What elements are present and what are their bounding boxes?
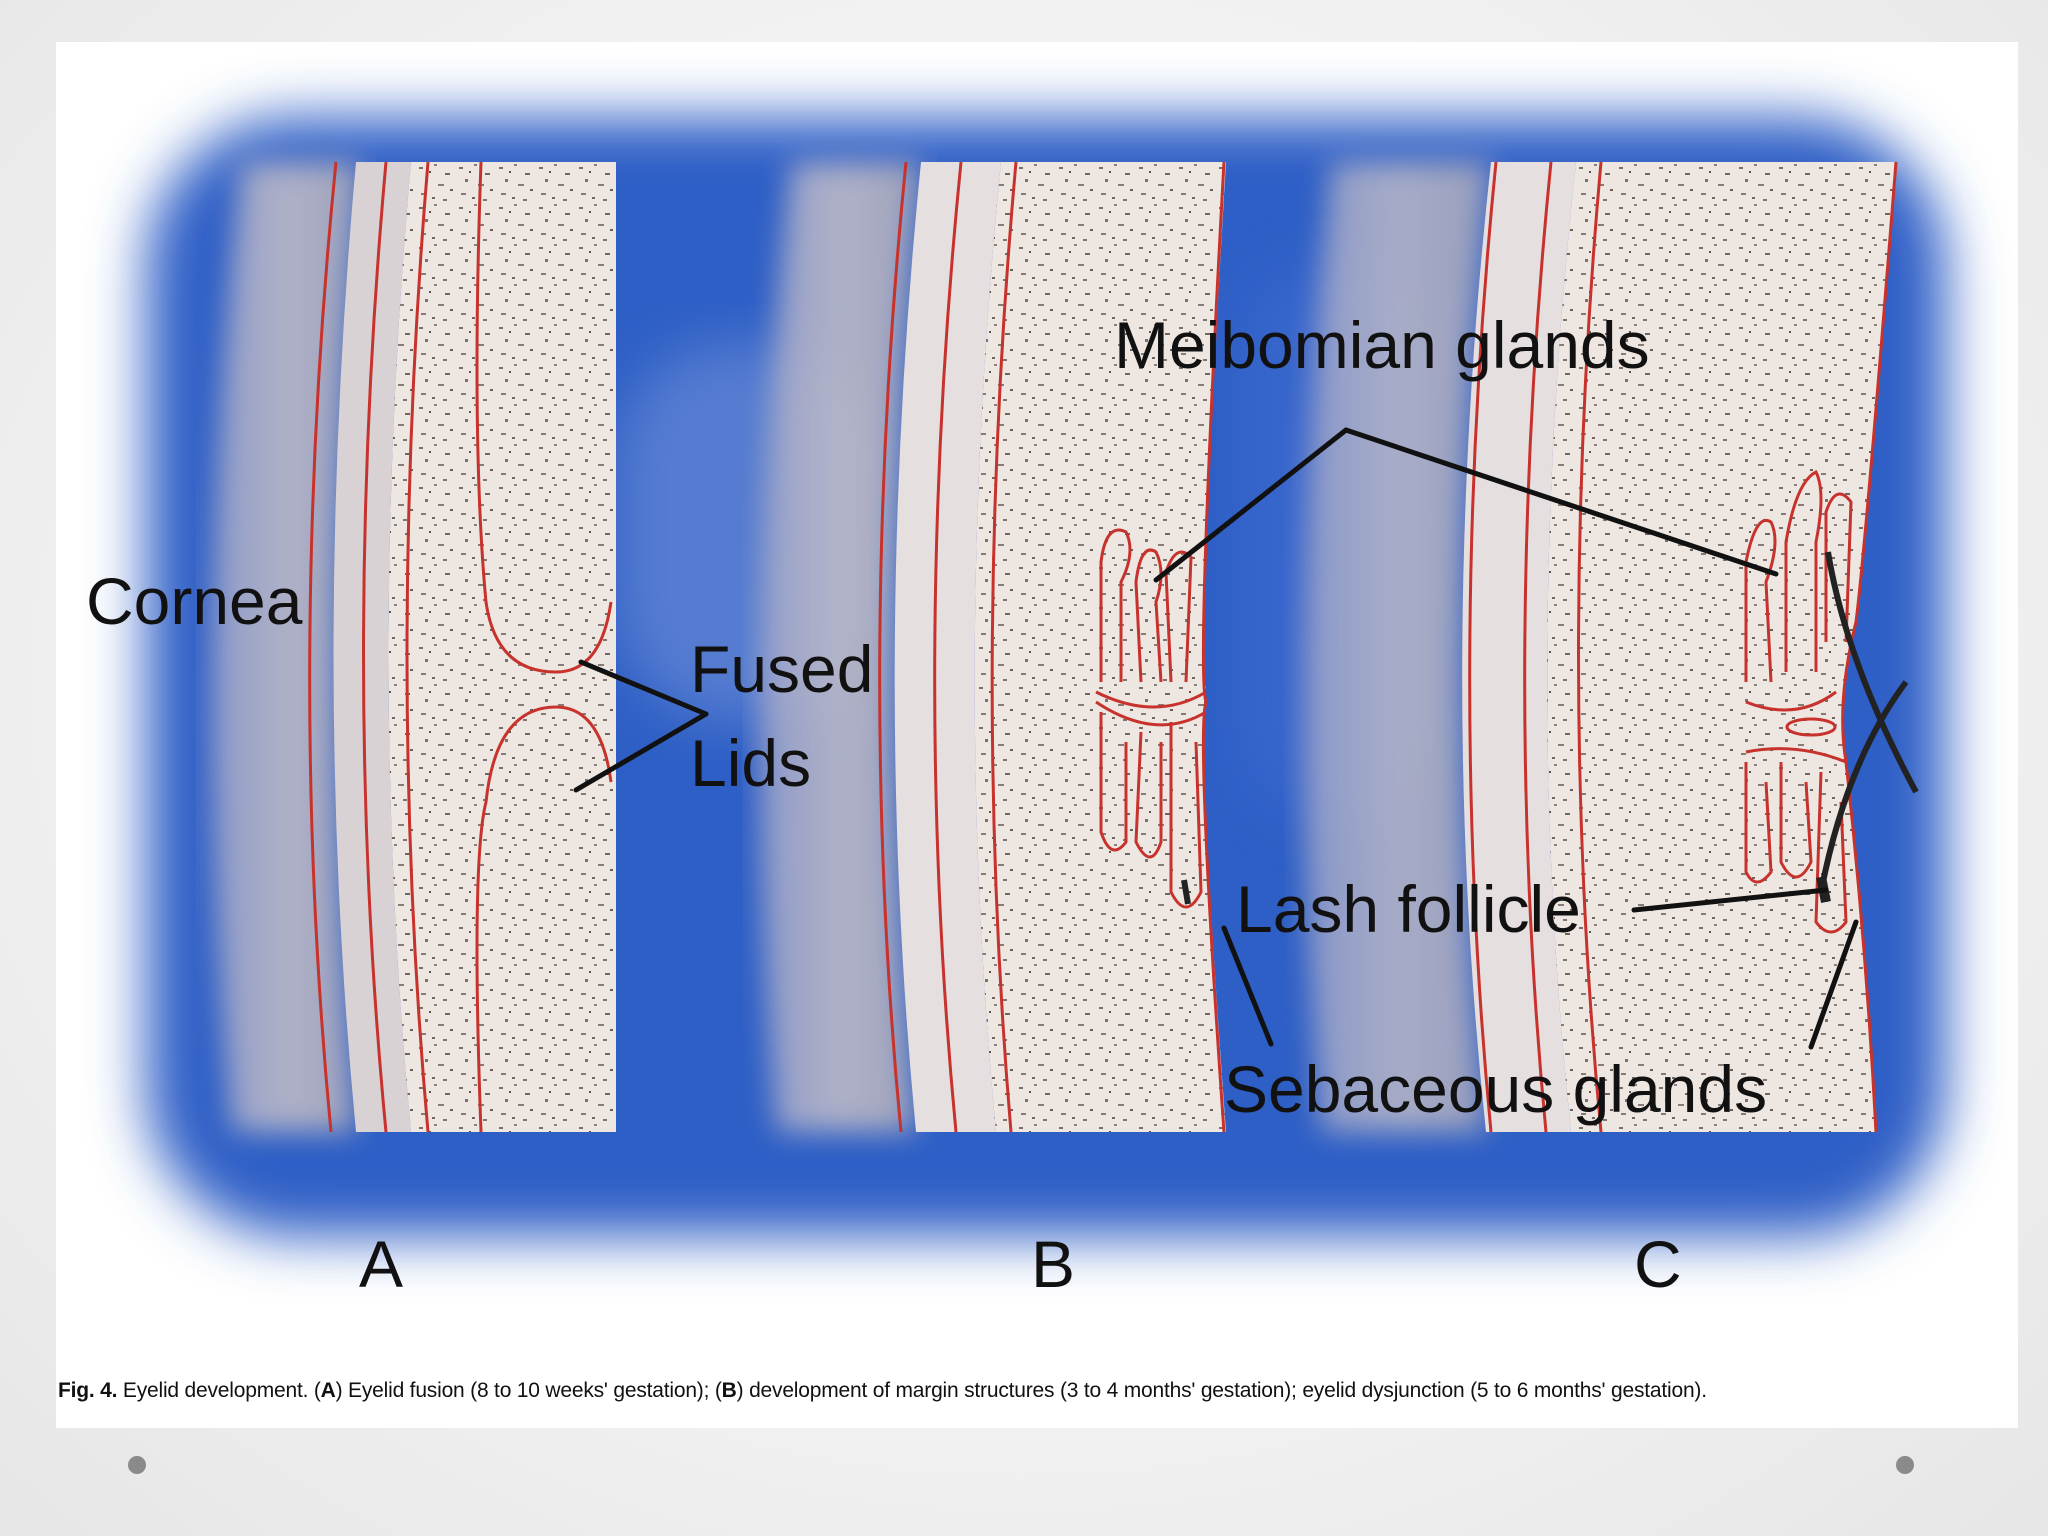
figure-caption: Fig. 4. Eyelid development. (A) Eyelid f… <box>58 1379 2008 1403</box>
caption-b-letter: B <box>721 1379 737 1402</box>
figure-frame: Cornea Fused Lids Meibomian glands Lash … <box>56 42 2018 1428</box>
panel-label-c: C <box>1634 1227 1682 1301</box>
meibomian-leader-c <box>1343 427 1779 577</box>
sebaceous-glands-label: Sebaceous glands <box>1224 1052 1767 1126</box>
caption-intro: Eyelid development. ( <box>117 1379 321 1402</box>
slide-bullet-left <box>128 1456 146 1474</box>
sebaceous-leader-c <box>1808 919 1859 1050</box>
slide-bullet-right <box>1896 1456 1914 1474</box>
panel-c-lower-eyelash <box>1818 680 1909 893</box>
sebaceous-leader-b <box>1221 925 1274 1047</box>
caption-fig-label: Fig. 4. <box>58 1379 118 1402</box>
panel-b-lash-bud <box>1181 879 1191 905</box>
fused-lids-label-line2: Lids <box>690 726 811 800</box>
panel-c-band <box>1462 162 1576 1132</box>
leader-lines <box>573 427 1859 1050</box>
panel-c-upper-eyelash <box>1825 551 1919 794</box>
fused-lids-leader-lower <box>573 711 709 793</box>
panel-c-upper-glands <box>1744 469 1853 712</box>
fused-lids-leader-upper <box>578 659 709 717</box>
meibomian-glands-label: Meibomian glands <box>1114 308 1650 382</box>
panel-c-margin-pore <box>1785 717 1837 737</box>
panel-a-band <box>333 162 411 1132</box>
panel-b-band <box>894 162 1001 1132</box>
panel-b-cornea <box>759 162 921 1132</box>
caption-a-text: ) Eyelid fusion (8 to 10 weeks' gestatio… <box>335 1379 722 1402</box>
lash-follicle-leader <box>1631 887 1829 913</box>
panel-a-lower-lid-margin <box>475 705 613 1133</box>
panel-b-lower-glands <box>1095 700 1207 909</box>
panel-a-drawing <box>210 161 616 1133</box>
panel-label-b: B <box>1031 1227 1075 1301</box>
lash-follicle-label: Lash follicle <box>1236 872 1581 946</box>
fused-lids-label-line1: Fused <box>690 632 873 706</box>
eyelid-development-diagram: Cornea Fused Lids Meibomian glands Lash … <box>86 117 1946 1301</box>
meibomian-leader-b <box>1153 427 1349 583</box>
caption-b-text: ) development of margin structures (3 to… <box>736 1379 1707 1402</box>
panel-c-lower-glands <box>1744 747 1848 934</box>
panel-b-drawing <box>759 161 1226 1133</box>
panel-a-cornea <box>210 162 361 1132</box>
caption-a-letter: A <box>320 1379 336 1402</box>
panel-c-cornea <box>1303 162 1491 1132</box>
cornea-label: Cornea <box>86 564 303 638</box>
panel-label-a: A <box>359 1227 403 1301</box>
